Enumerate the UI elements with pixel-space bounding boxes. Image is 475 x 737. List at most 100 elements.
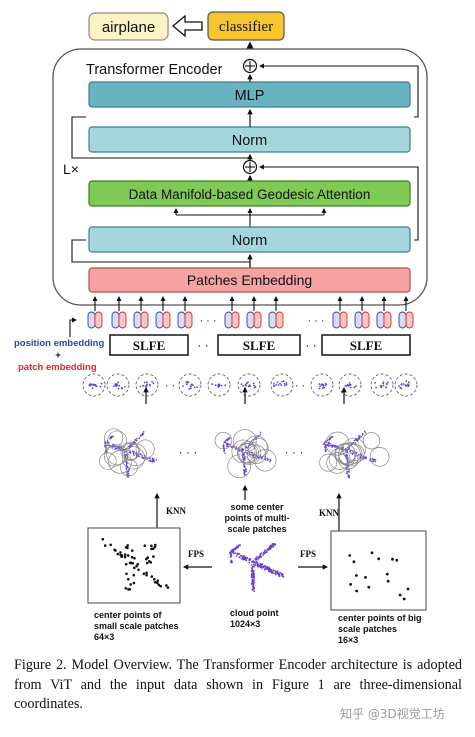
position-capsule [246,311,255,329]
patch-point [353,386,356,389]
middle-caption-line-1: cloud point [230,608,279,618]
cloud-point [229,556,232,558]
patch-point [318,383,321,385]
small-center-point [123,553,127,556]
small-center-point [165,584,168,587]
cloud-point [258,564,261,567]
scale-circle [214,431,233,450]
scale-circle [120,458,138,477]
cloud-point [259,563,262,566]
cloud-point [251,564,253,566]
cloud-point [151,458,154,461]
cloud-point [243,457,245,459]
cloud-point [323,441,326,444]
cloud-point [361,434,364,436]
patch-point [318,387,321,390]
patch-capsule [184,311,193,329]
cloud-point [244,458,246,461]
scale-circle [326,452,348,474]
cloud-point [242,458,244,461]
cloud-point [374,460,376,463]
cloud-point [246,557,249,559]
patch-point [400,383,403,386]
patch-point [400,387,403,390]
cloud-point [270,544,273,547]
cloud-point [354,438,357,441]
patch-capsule [275,311,284,329]
cloud-point [274,543,277,546]
big-center-point [370,551,374,555]
patch-point [114,383,117,385]
cloud-point [260,563,263,565]
small-center-point [166,586,170,589]
cloud-point [125,454,128,456]
cloud-point [242,452,244,455]
position-capsule [332,311,341,329]
scale-circle [107,430,128,451]
patches-embedding-box [88,267,411,293]
patch-circle [82,373,106,397]
patch-point [284,384,286,387]
knn-label-left: KNN [166,506,187,516]
cloud-point [257,563,260,566]
cloud-point [146,458,149,460]
patch-capsule [140,311,149,329]
cloud-point [267,459,269,461]
small-center-point [149,561,153,564]
cloud-point [328,442,330,444]
center-note-line-1: some center [230,502,284,512]
cloud-point [252,585,254,588]
cloud-point [346,470,348,473]
patch-point [146,381,148,384]
scale-circle [334,443,356,465]
patch-point [252,382,255,385]
cloud-point [255,558,258,561]
small-center-point [126,554,130,557]
patch-point [91,387,94,390]
small-center-point [130,555,134,559]
cloud-point [348,469,350,471]
patch-point [385,386,387,389]
cloud-point [243,469,246,471]
patch-point [142,384,145,387]
patch-point [139,385,142,388]
small-center-point [131,549,134,552]
cloud-point [130,445,133,447]
cloud-point [225,442,228,445]
big-center-point [391,557,394,561]
small-center-point [145,573,148,577]
cloud-point [256,555,258,558]
small-center-point [120,554,124,557]
cloud-point [274,572,276,575]
position-capsule [398,311,407,329]
cloud-point [364,432,367,434]
small-center-point [150,547,153,551]
cloud-point [323,443,326,445]
scale-circle [135,439,155,459]
slfe-box-3 [321,334,411,356]
patch-point [249,385,251,388]
cloud-point [245,446,248,449]
cloud-point [234,547,236,550]
cloud-point [269,460,271,463]
cloud-point [129,450,131,452]
encoder-title: Transformer Encoder [86,62,223,78]
patch-point [89,384,91,387]
patch-point [402,383,405,385]
patch-point [276,381,279,384]
small-center-point [123,555,127,559]
small-center-point [143,544,147,547]
patch-point [117,381,120,384]
small-center-point [119,551,122,554]
scale-circle [108,450,132,474]
cloud-point [270,571,273,574]
patch-point [253,386,256,389]
cloud-point [328,444,330,447]
cloud-point [139,453,142,456]
cloud-point [352,452,354,455]
cloud-point [254,563,257,566]
small-center-point [135,564,138,568]
cloud-point [226,444,229,447]
scale-circle [319,453,338,472]
cloud-point [263,552,265,554]
